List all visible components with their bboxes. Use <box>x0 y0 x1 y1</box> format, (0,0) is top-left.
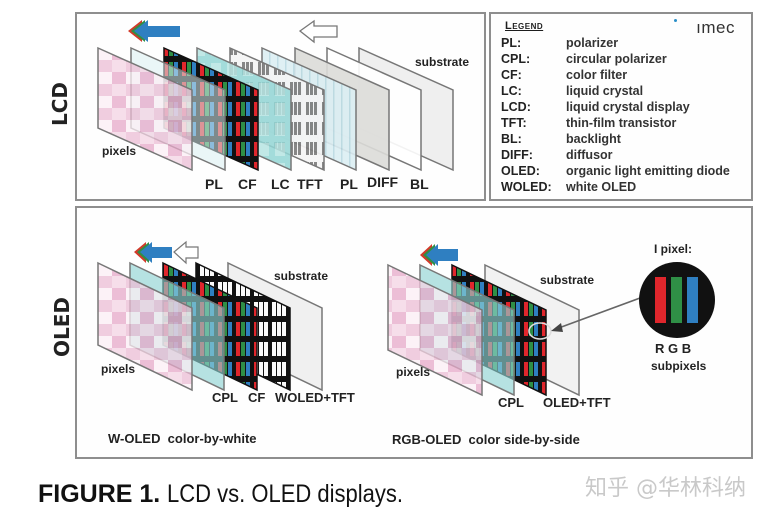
woled-label-substrate: substrate <box>274 269 328 283</box>
pixel-callout-subpixels: subpixels <box>651 359 707 373</box>
woled-title: W-OLED color-by-white <box>108 431 257 446</box>
legend-item: LCD:liquid crystal display <box>501 100 690 114</box>
legend-item: OLED:organic light emitting diode <box>501 164 730 178</box>
green-subpixel <box>671 277 682 323</box>
rgb-oled-label-cpl: CPL <box>498 395 524 410</box>
legend-item: CF:color filter <box>501 68 628 82</box>
watermark: 知乎 @华林科纳 <box>585 476 746 501</box>
woled-label-pixels: pixels <box>101 362 135 376</box>
callout-arrow-icon <box>551 297 641 332</box>
legend-item: TFT:thin-film transistor <box>501 116 677 130</box>
rgb-oled-label-oled-tft: OLED+TFT <box>543 395 611 410</box>
pixel-callout-rgb-letters: R G B <box>655 341 691 356</box>
rgb-oled-label-substrate: substrate <box>540 273 594 287</box>
lcd-label-bl: BL <box>410 176 429 192</box>
legend-item: WOLED:white OLED <box>501 180 637 194</box>
white-light-arrow-icon <box>298 19 338 44</box>
legend-title: Legend <box>505 20 544 32</box>
woled-rgb-arrow-icon <box>134 242 172 263</box>
legend-item: PL:polarizer <box>501 36 619 50</box>
lcd-label-diff: DIFF <box>367 174 399 190</box>
brand-dot-icon <box>674 19 677 22</box>
rgb-oled-label-pixels: pixels <box>396 365 430 379</box>
woled-label-cpl: CPL <box>212 390 238 405</box>
legend-item: BL:backlight <box>501 132 621 146</box>
woled-layer-pixels <box>97 261 193 392</box>
imec-logo: ımec <box>696 18 735 37</box>
rgb-oled-title: RGB-OLED color side-by-side <box>392 432 580 447</box>
lcd-layer-stack <box>97 46 454 172</box>
rgb-light-arrow-icon <box>128 20 180 42</box>
lcd-label-pl-back: PL <box>340 176 358 192</box>
lcd-label-pixels: pixels <box>102 144 136 158</box>
figure-caption: FIGURE 1. LCD vs. OLED displays. <box>38 480 435 509</box>
lcd-label-lc: LC <box>271 176 290 192</box>
legend-item: DIFF:diffusor <box>501 148 613 162</box>
woled-label-woled-tft: WOLED+TFT <box>275 390 355 405</box>
pixel-callout-title: I pixel: <box>654 242 692 256</box>
legend-item: LC:liquid crystal <box>501 84 644 98</box>
lcd-label-substrate: substrate <box>415 55 469 69</box>
figure-number: FIGURE 1. <box>38 480 161 508</box>
legend-box: Legend ımec PL:polarizer CPL:circular po… <box>489 12 753 201</box>
lcd-label-cf: CF <box>238 176 257 192</box>
lcd-layer-pixels <box>97 46 193 172</box>
lcd-label-pl-front: PL <box>205 176 223 192</box>
red-subpixel <box>655 277 666 323</box>
lcd-label-tft: TFT <box>297 176 323 192</box>
woled-layer-stack <box>97 261 323 392</box>
figure-caption-text: LCD vs. OLED displays. <box>167 480 404 508</box>
rgb-oled-layer-stack <box>387 263 580 397</box>
rgb-oled-layer-pixels <box>387 263 483 397</box>
legend-item: CPL:circular polarizer <box>501 52 667 66</box>
woled-white-arrow-icon <box>173 240 199 265</box>
blue-subpixel <box>687 277 698 323</box>
pixel-magnifier <box>639 262 715 338</box>
rgb-oled-arrow-icon <box>420 244 458 266</box>
woled-label-cf: CF <box>248 390 265 405</box>
